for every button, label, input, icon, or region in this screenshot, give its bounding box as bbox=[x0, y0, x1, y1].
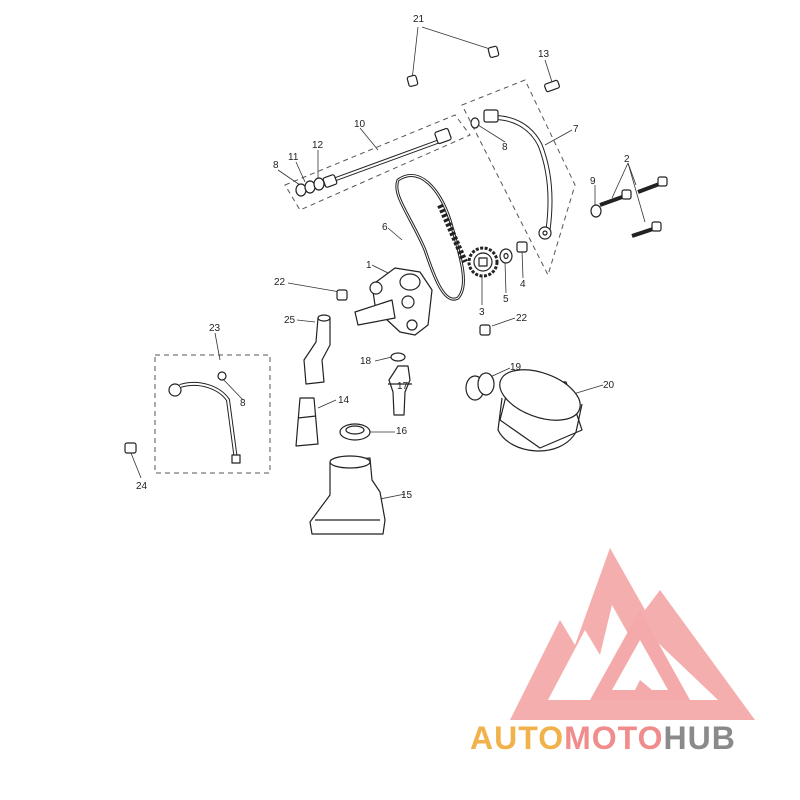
part-drawings bbox=[124, 45, 668, 535]
callout-19: 19 bbox=[510, 362, 522, 373]
callout-1: 1 bbox=[366, 260, 372, 271]
callout-16: 16 bbox=[396, 426, 408, 437]
part-10-pipe bbox=[322, 127, 452, 188]
part-6-chain bbox=[395, 174, 468, 301]
part-13-bolt bbox=[544, 79, 560, 93]
part-16-cap bbox=[339, 423, 371, 441]
callout-23: 23 bbox=[209, 323, 221, 334]
part-17-valve bbox=[388, 365, 412, 416]
callout-15: 15 bbox=[401, 490, 413, 501]
group-box-23 bbox=[154, 354, 271, 474]
callout-7: 7 bbox=[573, 124, 579, 135]
part-9-washer bbox=[590, 204, 602, 218]
part-18-washer bbox=[390, 352, 406, 362]
group-box-10 bbox=[284, 114, 471, 211]
callout-11: 11 bbox=[288, 152, 299, 163]
watermark-text: AUTOMOTOHUB bbox=[470, 718, 800, 758]
part-25-pipe bbox=[303, 314, 331, 385]
part-4-bolt bbox=[516, 241, 528, 253]
callout-14: 14 bbox=[338, 395, 350, 406]
watermark-auto: AUTO bbox=[470, 720, 565, 756]
callout-8a: 8 bbox=[273, 160, 279, 171]
part-15-strainer bbox=[309, 455, 386, 535]
part-5-washer bbox=[499, 248, 513, 264]
callout-24: 24 bbox=[136, 481, 148, 492]
callout-3: 3 bbox=[479, 307, 485, 318]
callout-10: 10 bbox=[354, 119, 366, 130]
watermark-moto: MOTO bbox=[564, 720, 664, 756]
part-2-bolts bbox=[599, 176, 668, 238]
part-8-11-12-washers bbox=[295, 177, 325, 197]
callout-17: 17 bbox=[397, 381, 409, 392]
callout-2: 2 bbox=[624, 154, 630, 165]
part-23-pipe bbox=[168, 371, 241, 464]
callout-labels: 1 2 3 4 5 6 7 8 8 8 9 10 11 12 13 14 15 … bbox=[136, 14, 630, 501]
watermark-logo-icon bbox=[510, 548, 755, 720]
callout-13: 13 bbox=[538, 49, 550, 60]
part-3-sprocket bbox=[467, 246, 499, 278]
watermark-hub: HUB bbox=[663, 720, 736, 756]
callout-25: 25 bbox=[284, 315, 296, 326]
part-19-adapter bbox=[465, 372, 495, 401]
callout-9: 9 bbox=[590, 176, 596, 187]
part-22-bolts bbox=[336, 289, 491, 336]
callout-22a: 22 bbox=[274, 277, 286, 288]
part-1-oil-pump bbox=[354, 267, 433, 336]
group-box-7 bbox=[461, 79, 576, 277]
part-7-pipe bbox=[470, 109, 553, 240]
callout-5: 5 bbox=[503, 294, 509, 305]
callout-6: 6 bbox=[382, 222, 388, 233]
callout-12: 12 bbox=[312, 140, 324, 151]
callout-22b: 22 bbox=[516, 313, 528, 324]
leader-lines bbox=[130, 26, 646, 501]
callout-21: 21 bbox=[413, 14, 425, 25]
part-24-bolt bbox=[124, 442, 137, 454]
callout-8c: 8 bbox=[240, 398, 246, 409]
callout-20: 20 bbox=[603, 380, 615, 391]
dashed-group-boxes bbox=[154, 79, 576, 474]
part-14-fitting bbox=[295, 397, 319, 447]
part-21-bolts bbox=[406, 45, 500, 88]
callout-18: 18 bbox=[360, 356, 372, 367]
part-20-oil-filter bbox=[497, 369, 583, 452]
callout-4: 4 bbox=[520, 279, 526, 290]
callout-8b: 8 bbox=[502, 142, 508, 153]
